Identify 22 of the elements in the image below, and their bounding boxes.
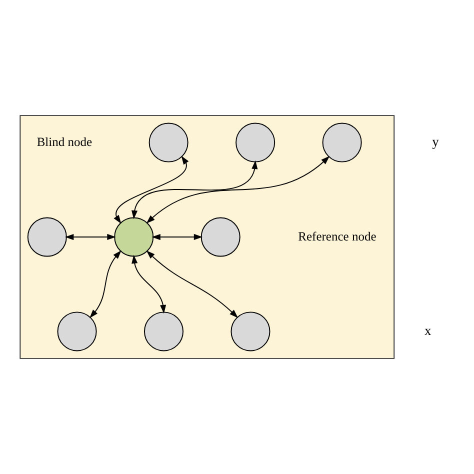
- label: Reference node: [298, 229, 376, 244]
- node-circle: [322, 122, 362, 162]
- arrow: [132, 254, 166, 314]
- node-circle: [236, 122, 276, 162]
- node-circle: [57, 312, 97, 352]
- arrow: [90, 250, 122, 318]
- node-circle: [148, 122, 188, 162]
- arrow: [146, 250, 238, 318]
- cluster: [20, 115, 395, 359]
- label: x: [424, 323, 432, 338]
- node-circle: [200, 217, 240, 257]
- arrow: [64, 234, 116, 240]
- label: Blind node: [36, 134, 92, 149]
- node-circle: [144, 312, 184, 352]
- arrow: [146, 156, 330, 224]
- arrow: [132, 160, 258, 220]
- label: y: [432, 134, 439, 150]
- node-circle: [114, 217, 154, 257]
- node-circle: [230, 312, 270, 352]
- arrow: [152, 234, 203, 240]
- node-circle: [27, 217, 67, 257]
- arrow: [114, 156, 189, 224]
